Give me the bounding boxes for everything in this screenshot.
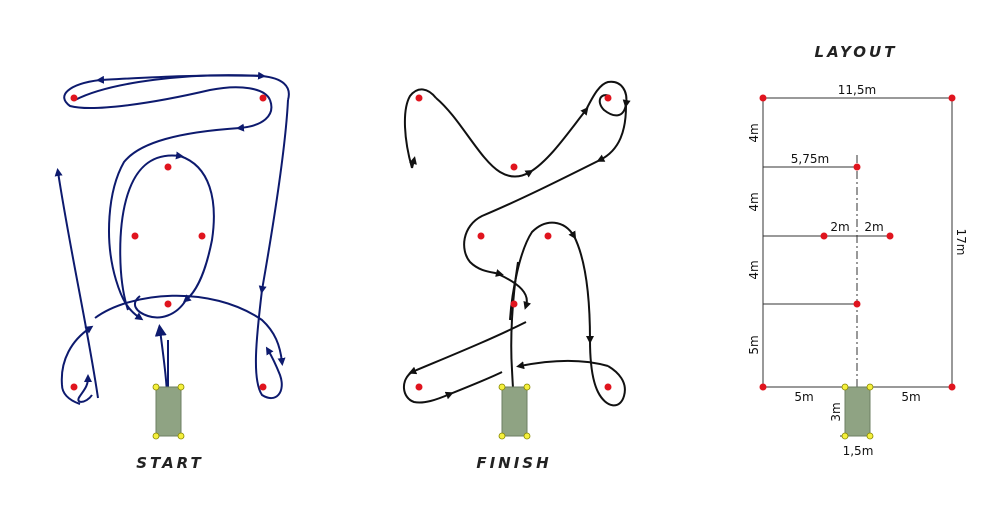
dim-second-gap: 4m xyxy=(747,192,761,211)
cone xyxy=(415,383,423,391)
dim-right-pair: 2m xyxy=(864,220,883,234)
finish-caption: FINISH xyxy=(476,454,551,472)
dim-half-width: 5,75m xyxy=(791,152,829,166)
layout-cones xyxy=(759,94,956,391)
cone xyxy=(477,232,485,240)
finish-cones xyxy=(415,94,612,391)
cone xyxy=(604,383,612,391)
layout-panel: LAYOUT 11,5m 5,75m 2m 2m xyxy=(747,43,968,458)
cone xyxy=(259,94,267,102)
start-caption: START xyxy=(136,454,204,472)
finish-route xyxy=(403,80,631,426)
cone xyxy=(510,163,518,171)
cone xyxy=(759,94,767,102)
cone xyxy=(415,94,423,102)
cone xyxy=(70,383,78,391)
cone xyxy=(853,300,861,308)
cone xyxy=(510,300,518,308)
finish-box xyxy=(498,383,531,440)
finish-panel: FINISH xyxy=(403,80,631,472)
dim-first-gap: 4m xyxy=(747,123,761,142)
dim-total-width: 11,5m xyxy=(838,83,876,97)
start-route xyxy=(54,71,290,428)
cone xyxy=(948,94,956,102)
cone xyxy=(853,163,861,171)
cone xyxy=(198,232,206,240)
dim-bottom-left: 5m xyxy=(794,390,813,404)
cone xyxy=(544,232,552,240)
layout-box xyxy=(844,386,871,437)
cone xyxy=(820,232,828,240)
dim-box-width: 1,5m xyxy=(843,444,874,458)
cone xyxy=(259,383,267,391)
cone xyxy=(948,383,956,391)
cone xyxy=(604,94,612,102)
cone xyxy=(131,232,139,240)
dim-box-length: 3m xyxy=(829,402,843,421)
cone xyxy=(70,94,78,102)
dim-bottom-right: 5m xyxy=(901,390,920,404)
dim-third-gap: 4m xyxy=(747,260,761,279)
layout-caption: LAYOUT xyxy=(815,43,898,61)
dim-fourth-gap: 5m xyxy=(747,335,761,354)
cone xyxy=(164,300,172,308)
cone xyxy=(164,163,172,171)
start-box xyxy=(152,383,185,440)
cone xyxy=(886,232,894,240)
dim-left-pair: 2m xyxy=(830,220,849,234)
cone xyxy=(759,383,767,391)
start-panel: START xyxy=(54,71,290,472)
start-cones xyxy=(70,94,267,391)
dim-total-length: 17m xyxy=(954,229,968,256)
